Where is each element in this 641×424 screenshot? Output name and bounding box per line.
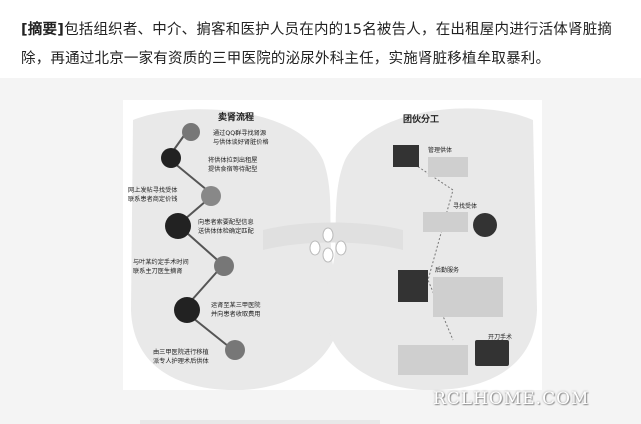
step-3-label-line2: 联系患者商定价钱: [128, 195, 178, 203]
step-2-label-line2: 提供食宿等待配型: [208, 165, 258, 173]
article-summary: [摘要]包括组织者、中介、掮客和医护人员在内的15名被告人，在出租屋内进行活体肾…: [21, 16, 626, 74]
step-3-label-line1: 网上发帖寻找受体: [128, 186, 178, 194]
role-1-title: 管理供体: [428, 146, 452, 154]
step-6-label-line1: 运肾至某三甲医院: [211, 301, 261, 309]
truck-icon: [174, 297, 200, 323]
right-title: 团伙分工: [403, 113, 439, 125]
group-icon: [398, 270, 428, 302]
summary-text: 包括组织者、中介、掮客和医护人员在内的15名被告人，在出租屋内进行活体肾脏摘除，…: [21, 22, 612, 67]
step-1-label-line1: 通过QQ群寻找肾源: [213, 129, 266, 137]
search-person-icon: [473, 213, 497, 237]
step-7-label-line2: 派专人护理术后供体: [153, 357, 209, 365]
role-1-description: [428, 157, 468, 177]
stethoscope-icon: [165, 213, 191, 239]
medkit-icon: [475, 340, 509, 366]
flask-icon: [161, 148, 181, 168]
step-4-label-line2: 送供体体检确定匹配: [198, 227, 254, 235]
step-4-label-line1: 向患者索要配型信息: [198, 218, 254, 226]
role-4-description: [398, 345, 468, 375]
step-5-label-line1: 与叶某约定手术时间: [133, 258, 189, 266]
doctor-icon: [201, 186, 221, 206]
watermark: RCLHOME.COM: [433, 389, 589, 409]
step-1-label-line2: 与供体谈好肾脏价格: [213, 138, 269, 146]
bottom-strip: [140, 420, 380, 424]
role-2-title: 寻找受体: [453, 202, 477, 210]
role-4-title: 开刀手术: [488, 333, 512, 341]
left-title: 卖肾流程: [218, 111, 254, 123]
summary-tag: [摘要]: [21, 22, 64, 38]
role-3-description: [433, 277, 503, 317]
step-2-label-line1: 将供体拉到出租屋: [208, 156, 258, 164]
role-2-description: [423, 212, 468, 232]
step-6-label-line2: 并向患者收取费用: [211, 310, 261, 318]
bed-icon: [225, 340, 245, 360]
manager-icon: [393, 145, 419, 167]
person-icon: [182, 123, 200, 141]
kidney-trade-infographic: 卖肾流程 团伙分工 通过QQ群寻找肾源 与供体谈好肾脏价格 将供体拉到出租屋 提…: [123, 100, 542, 390]
role-3-title: 后勤服务: [435, 266, 459, 274]
syringe-icon: [214, 256, 234, 276]
step-5-label-line2: 联系主刀医生摘肾: [133, 267, 183, 275]
step-7-label-line1: 由三甲医院进行移植: [153, 348, 209, 356]
